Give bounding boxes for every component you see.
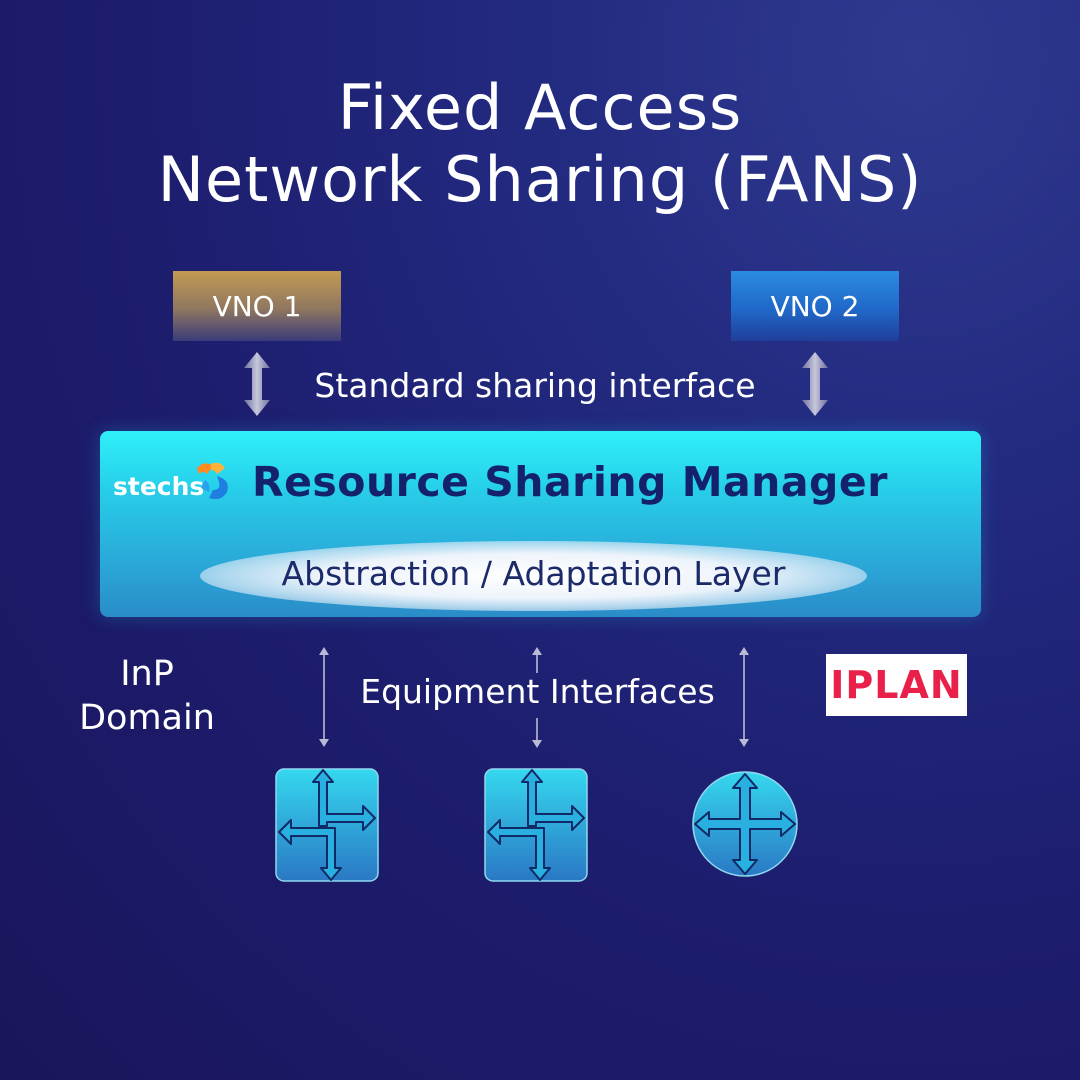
double-arrow-icon [802,352,828,416]
vno-2-label: VNO 2 [770,289,860,323]
stechs-brand: stechs [113,472,205,501]
router-switch-icon [484,768,588,882]
double-arrow-icon [319,647,329,747]
double-arrow-icon [244,352,270,416]
standard-interface-label: Standard sharing interface [314,366,756,405]
diagram-title: Fixed Access Network Sharing (FANS) [0,72,1080,216]
title-line-2: Network Sharing (FANS) [157,143,923,216]
title-line-1: Fixed Access [337,71,743,144]
manager-title: Resource Sharing Manager [252,458,888,506]
inp-line-1: InP [120,654,174,694]
vno-1-box: VNO 1 [173,271,341,341]
router-switch-icon [275,768,379,882]
iplan-logo: IPLAN [826,654,967,716]
vno-1-label: VNO 1 [212,289,302,323]
abstraction-layer-ellipse [200,541,867,611]
stechs-logo-icon [197,462,228,500]
double-arrow-icon [739,647,749,747]
vno-2-box: VNO 2 [731,271,899,341]
router-icon [692,771,798,877]
up-arrow-icon [532,647,542,673]
inp-domain-label: InP Domain [72,652,222,740]
abstraction-layer-label: Abstraction / Adaptation Layer [281,554,786,593]
down-arrow-icon [532,718,542,748]
equipment-interfaces-label: Equipment Interfaces [360,672,715,711]
inp-line-2: Domain [79,698,215,738]
